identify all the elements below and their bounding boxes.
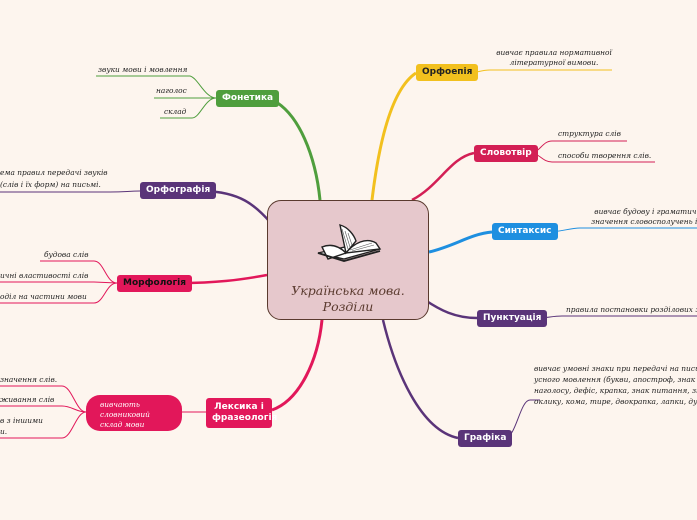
leaf-syntaksys-grammar[interactable]: вивчає будову і граматичне значення слов…	[591, 207, 697, 226]
leaf-leksyka-meaning[interactable]: значення слів.	[0, 375, 58, 384]
leaf-fonetyka-stress[interactable]: наголос	[156, 86, 187, 95]
topic-syntaksys[interactable]: Синтаксис	[492, 223, 558, 240]
leaf-hrafika-line-4[interactable]: оклику, кома, тире, двокрапка, лапки, ду	[534, 397, 697, 406]
topic-punktuatsiia[interactable]: Пунктуація	[477, 310, 548, 327]
leaf-hrafika-line-1[interactable]: вивчає умовні знаки при передачі на пись	[534, 364, 697, 373]
topic-slovotvir[interactable]: Словотвір	[474, 145, 538, 162]
leaf-morfolohiia-properties[interactable]: ичні властивості слів	[0, 271, 89, 280]
leaf-slovotvir-structure[interactable]: структура слів	[558, 129, 621, 138]
open-book-icon	[314, 219, 384, 267]
leaf-slovotvir-methods[interactable]: способи творення слів.	[558, 151, 652, 160]
leaf-punktuatsiia-rules[interactable]: правила постановки розділових з	[566, 305, 697, 314]
leaf-fonetyka-sounds[interactable]: звуки мови і мовлення	[98, 65, 188, 74]
leaf-leksyka-others[interactable]: в з іншими	[0, 416, 43, 425]
topic-fonetyka[interactable]: Фонетика	[216, 90, 280, 107]
leaf-hrafika-line-2[interactable]: усного мовлення (букви, апостроф, знак	[534, 375, 696, 384]
central-title: Українська мова.	[291, 283, 405, 298]
topic-orfoepiia[interactable]: Орфоепія	[416, 64, 479, 81]
central-subtitle: Розділи	[322, 299, 374, 314]
leksyka-pill[interactable]: вивчають словниковий склад мови	[86, 395, 182, 431]
topic-morfolohiia[interactable]: Морфологія	[117, 275, 193, 292]
leaf-orfoepiia-rules[interactable]: вивчає правила нормативної літературної …	[496, 48, 612, 67]
leaf-orfohrafiia-rules-2[interactable]: (слів і їх форм) на письмі.	[0, 180, 101, 189]
topic-orfohrafiia[interactable]: Орфографія	[140, 182, 217, 199]
topic-hrafika[interactable]: Графіка	[458, 430, 513, 447]
leaf-morfolohiia-structure[interactable]: будова слів	[44, 250, 89, 259]
leaf-leksyka-usage[interactable]: живання слів	[0, 395, 55, 404]
leaf-leksyka-end[interactable]: и.	[0, 427, 8, 436]
leaf-morfolohiia-parts[interactable]: оділ на частини мови	[0, 292, 87, 301]
leaf-fonetyka-syllable[interactable]: склад	[164, 107, 187, 116]
leaf-orfohrafiia-rules-1[interactable]: ема правил передачі звуків	[0, 168, 108, 177]
leaf-hrafika-line-3[interactable]: наголосу, дефіс, крапка, знак питання, з…	[534, 386, 697, 395]
central-topic[interactable]: Українська мова. Розділи	[267, 200, 429, 320]
topic-leksyka[interactable]: Лексика і фразеологія	[206, 398, 277, 428]
